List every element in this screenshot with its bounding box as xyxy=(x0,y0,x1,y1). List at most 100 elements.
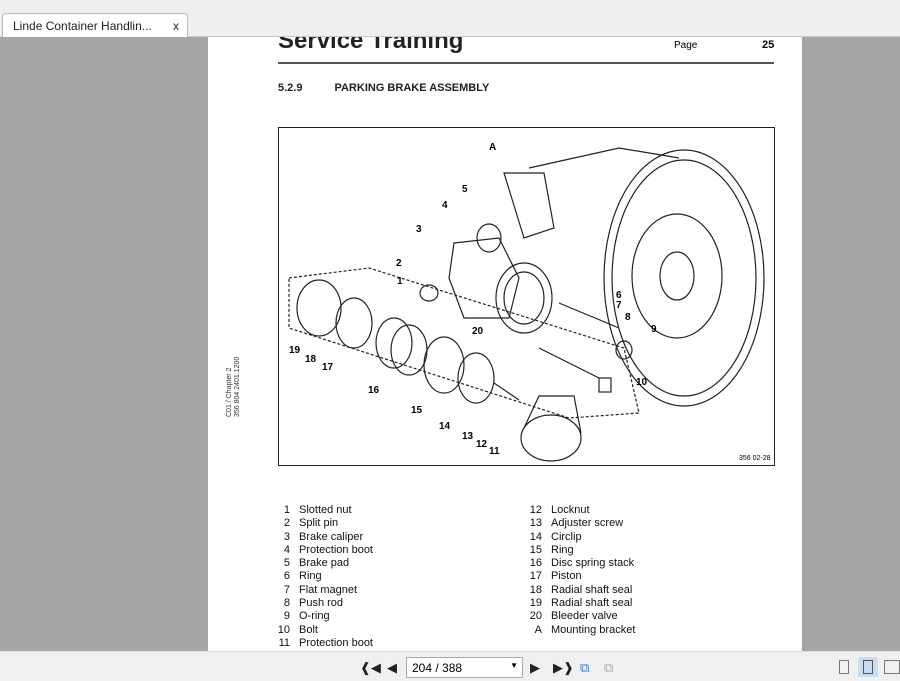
legend-item: 14 Circlip xyxy=(524,531,635,544)
section-number: 5.2.9 xyxy=(278,82,303,94)
legend-item: 9 O-ring xyxy=(272,610,373,623)
legend-label: Piston xyxy=(551,570,582,583)
legend-label: Slotted nut xyxy=(299,504,352,516)
legend-item: 3 Brake caliper xyxy=(272,531,373,544)
legend-item: 17 Piston xyxy=(524,570,635,583)
legend-label: Mounting bracket xyxy=(551,623,636,636)
legend-item: 1 Slotted nut xyxy=(272,504,373,517)
legend-item: 13 Adjuster screw xyxy=(524,517,635,530)
page-number-field[interactable]: 204 / 388 ▼ xyxy=(406,657,523,678)
legend-number: 11 xyxy=(278,636,290,649)
tab-bar: Linde Container Handlin... x xyxy=(0,0,900,38)
exploded-view-drawing xyxy=(288,147,765,462)
legend-number: 3 xyxy=(283,530,290,543)
legend-label: Ring xyxy=(551,543,574,556)
page-number-value: 204 / 388 xyxy=(412,661,463,675)
chevron-down-icon[interactable]: ▼ xyxy=(510,661,518,670)
legend-number: 4 xyxy=(283,543,290,556)
legend-label: Circlip xyxy=(551,530,582,543)
callout-11: 11 xyxy=(489,446,500,457)
legend-label: Adjuster screw xyxy=(551,517,624,530)
legend-item: 11 Protection boot xyxy=(272,637,373,650)
callout-7: 7 xyxy=(616,300,622,311)
previous-page-icon[interactable]: ◀ xyxy=(387,660,397,675)
callout-14: 14 xyxy=(439,421,451,432)
legend-number: 16 xyxy=(529,557,542,570)
legend-number: 9 xyxy=(283,610,290,623)
legend-number: 7 xyxy=(283,583,290,596)
legend-label: Disc spring stack xyxy=(551,557,635,570)
callout-17: 17 xyxy=(322,362,334,373)
header-rule xyxy=(278,62,774,64)
legend-label: Push rod xyxy=(299,597,344,610)
legend-number: 17 xyxy=(529,570,542,583)
next-page-icon[interactable]: ▶ xyxy=(530,660,540,675)
legend-number: 2 xyxy=(283,517,290,530)
legend-item: 7 Flat magnet xyxy=(272,584,373,597)
legend-label: Protection boot xyxy=(299,636,373,649)
legend-item: 4 Protection boot xyxy=(272,544,373,557)
legend-item: 5 Brake pad xyxy=(272,557,373,570)
tab-title: Linde Container Handlin... xyxy=(13,19,152,33)
document-tab[interactable]: Linde Container Handlin... x xyxy=(2,13,188,38)
legend-number: 18 xyxy=(529,583,542,596)
close-tab-icon[interactable]: x xyxy=(173,19,179,33)
callout-19: 19 xyxy=(289,345,301,356)
legend-label: Locknut xyxy=(551,504,590,516)
legend-number: 15 xyxy=(529,543,542,556)
callout-6: 6 xyxy=(616,290,622,301)
section-title: PARKING BRAKE ASSEMBLY xyxy=(334,82,490,94)
page-label: Page xyxy=(674,40,698,51)
legend-item: 18 Radial shaft seal xyxy=(524,584,635,597)
legend-label: Bleeder valve xyxy=(551,610,618,623)
callout-5: 5 xyxy=(462,184,468,195)
legend-label: Brake caliper xyxy=(299,530,364,543)
legend-item: 20 Bleeder valve xyxy=(524,610,635,623)
legend-label: Split pin xyxy=(299,517,339,530)
side-note-1: C01 / Chapter 2 xyxy=(226,367,233,417)
callout-12: 12 xyxy=(476,439,488,450)
legend-label: Brake pad xyxy=(299,557,350,570)
callout-8: 8 xyxy=(625,312,631,323)
legend-label: Flat magnet xyxy=(299,583,358,596)
legend-label: O-ring xyxy=(299,610,330,623)
callout-2: 2 xyxy=(396,258,402,269)
callout-3: 3 xyxy=(416,224,422,235)
legend-number: 13 xyxy=(529,517,542,530)
callout-20: 20 xyxy=(472,326,484,337)
callout-4: 4 xyxy=(442,200,448,211)
last-page-icon[interactable]: ▶❱ xyxy=(553,660,574,675)
legend-label: Protection boot xyxy=(299,543,373,556)
legend-label: Bolt xyxy=(299,623,318,636)
callout-A: A xyxy=(489,142,497,153)
legend-item: 2 Split pin xyxy=(272,517,373,530)
callout-18: 18 xyxy=(305,354,317,365)
legend-number: 6 xyxy=(283,570,290,583)
legend-label: Radial shaft seal xyxy=(551,583,633,596)
first-page-icon[interactable]: ❰◀ xyxy=(360,660,381,675)
callout-16: 16 xyxy=(368,385,380,396)
legend-number: 5 xyxy=(283,557,290,570)
page-number: 25 xyxy=(762,39,775,51)
single-page-view-icon[interactable] xyxy=(834,657,854,677)
section-heading: 5.2.9 PARKING BRAKE ASSEMBLY xyxy=(278,82,521,94)
previous-view-icon[interactable]: ⧉ xyxy=(580,660,590,675)
callout-15: 15 xyxy=(411,405,423,416)
legend-number: 14 xyxy=(529,530,542,543)
legend-number: 1 xyxy=(283,504,290,516)
two-page-view-icon[interactable] xyxy=(882,657,900,677)
legend-number: 12 xyxy=(529,504,542,516)
callout-13: 13 xyxy=(462,431,474,442)
next-view-icon[interactable]: ⧉ xyxy=(604,660,614,675)
callout-10: 10 xyxy=(636,377,648,388)
legend-number: 20 xyxy=(529,610,542,623)
continuous-view-icon[interactable] xyxy=(858,657,878,677)
legend-right: 12 Locknut 13 Adjuster screw 14 Circlip 15 Ring… xyxy=(524,504,636,637)
